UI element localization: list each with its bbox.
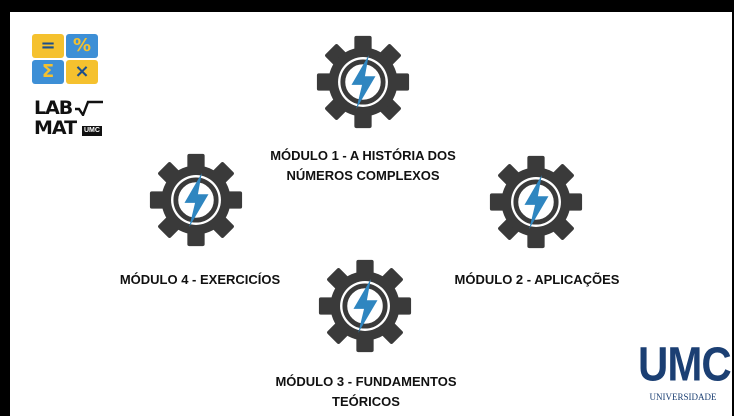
gear-lightning-icon <box>317 258 413 354</box>
logo-mat-text: MAT <box>34 117 77 139</box>
gear-lightning-icon <box>488 154 584 250</box>
logo-lab-text: LAB <box>34 97 73 119</box>
module-3-label-line2: TEÓRICOS <box>332 394 400 409</box>
module-3-label: MÓDULO 3 - FUNDAMENTOS TEÓRICOS <box>246 372 486 412</box>
university-name: UMC <box>638 336 732 391</box>
university-subtitle: UNIVERSIDADE <box>649 392 717 402</box>
sqrt-icon <box>75 100 103 116</box>
module-2-label-line1: MÓDULO 2 - APLICAÇÕES <box>454 272 620 287</box>
logo-tile-sigma: Σ <box>32 60 64 84</box>
module-1-label-line2: NÚMEROS COMPLEXOS <box>286 168 440 183</box>
logo-tile-equals: = <box>32 34 64 58</box>
module-1-label-line1: MÓDULO 1 - A HISTÓRIA DOS <box>270 148 456 163</box>
gear-lightning-icon <box>315 34 411 130</box>
logo-umc-badge: UMC <box>82 126 102 136</box>
slide-canvas: = % Σ × LAB MAT UMC MÓDULO 1 - A HISTÓRI… <box>10 12 732 416</box>
university-logo: UMC UNIVERSIDADE <box>638 336 732 410</box>
module-2-label: MÓDULO 2 - APLICAÇÕES <box>430 270 644 290</box>
module-3-label-line1: MÓDULO 3 - FUNDAMENTOS <box>275 374 457 389</box>
logo-tile-percent: % <box>66 34 98 58</box>
module-4-label: MÓDULO 4 - EXERCICÍOS <box>90 270 310 290</box>
labmat-logo: = % Σ × LAB MAT UMC <box>32 34 112 164</box>
gear-lightning-icon <box>148 152 244 248</box>
module-1-label: MÓDULO 1 - A HISTÓRIA DOS NÚMEROS COMPLE… <box>240 146 486 186</box>
module-4-label-line1: MÓDULO 4 - EXERCICÍOS <box>119 272 281 287</box>
logo-tile-times: × <box>66 60 98 84</box>
